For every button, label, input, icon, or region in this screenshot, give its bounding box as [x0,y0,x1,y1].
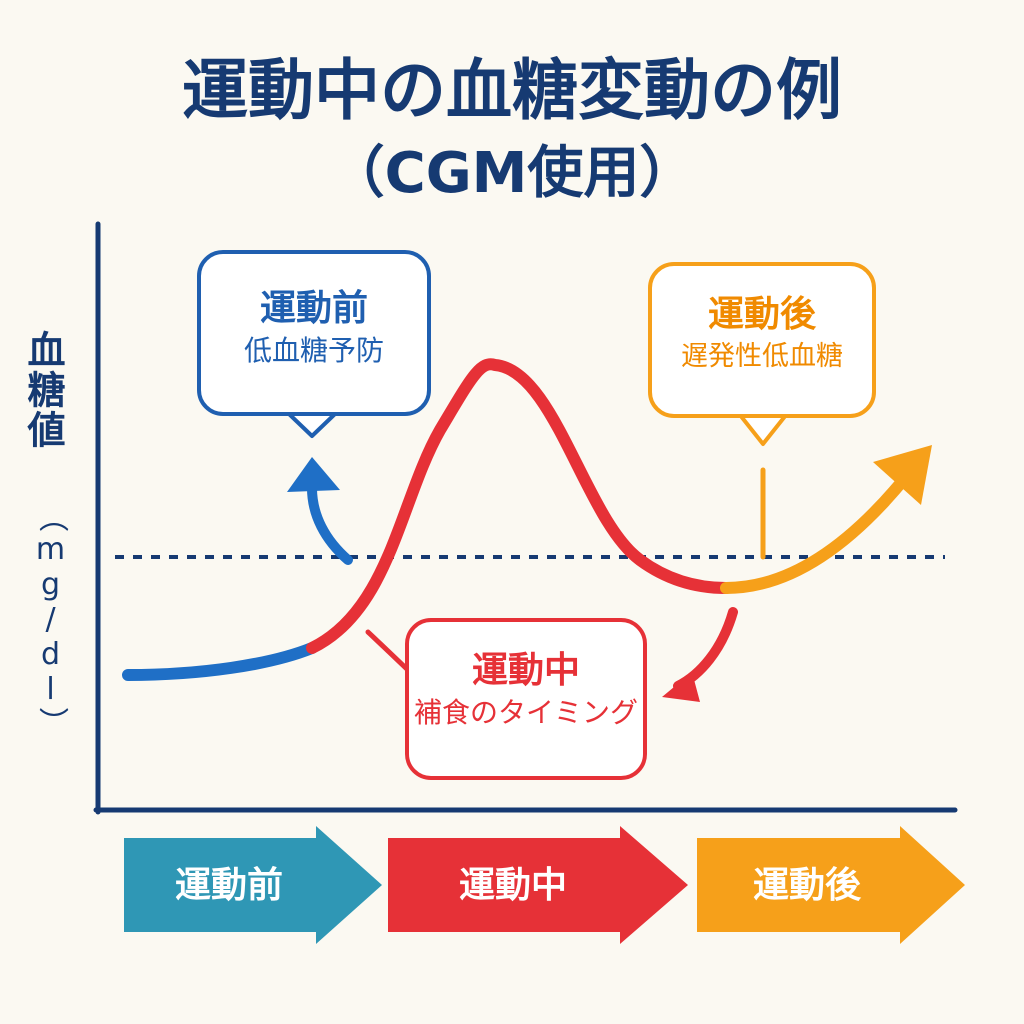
during-arrow [673,607,738,691]
curve-after [720,472,911,594]
curve-during [306,358,732,654]
callout-during: 運動中 補食のタイミング [405,618,647,780]
callout-before-subtitle: 低血糖予防 [243,334,384,367]
phase-arrow-after [697,826,965,944]
curve-after-arrowhead [873,445,932,505]
callout-during-subtitle: 補食のタイミング [413,696,638,729]
phase-label-after: 運動後 [752,865,861,906]
callout-before-title: 運動前 [259,288,368,329]
y-axis-label: 血糖値 [21,330,65,450]
callout-before: 運動前 低血糖予防 [197,250,431,416]
callout-after-tail [738,413,788,446]
callout-before-tail [286,411,338,438]
phase-label-during: 運動中 [458,865,567,906]
phase-label-before: 運動前 [174,865,283,906]
curve-before [122,642,318,681]
during-arrowhead-icon [662,672,700,702]
page-title: 運動中の血糖変動の例 [182,52,842,129]
during-leader-line [365,629,411,673]
before-arrow [307,483,353,565]
callout-after-subtitle: 遅発性低血糖 [681,341,843,372]
phase-arrow-during [388,826,688,944]
page-subtitle: （CGM使用） [328,141,696,206]
callout-after-title: 運動後 [707,294,816,335]
callout-during-title: 運動中 [471,650,580,691]
phase-arrow-before [124,826,382,944]
callout-after: 運動後 遅発性低血糖 [648,262,876,418]
before-arrowhead-icon [287,457,340,492]
y-axis-unit: （mg/dl） [33,502,68,737]
